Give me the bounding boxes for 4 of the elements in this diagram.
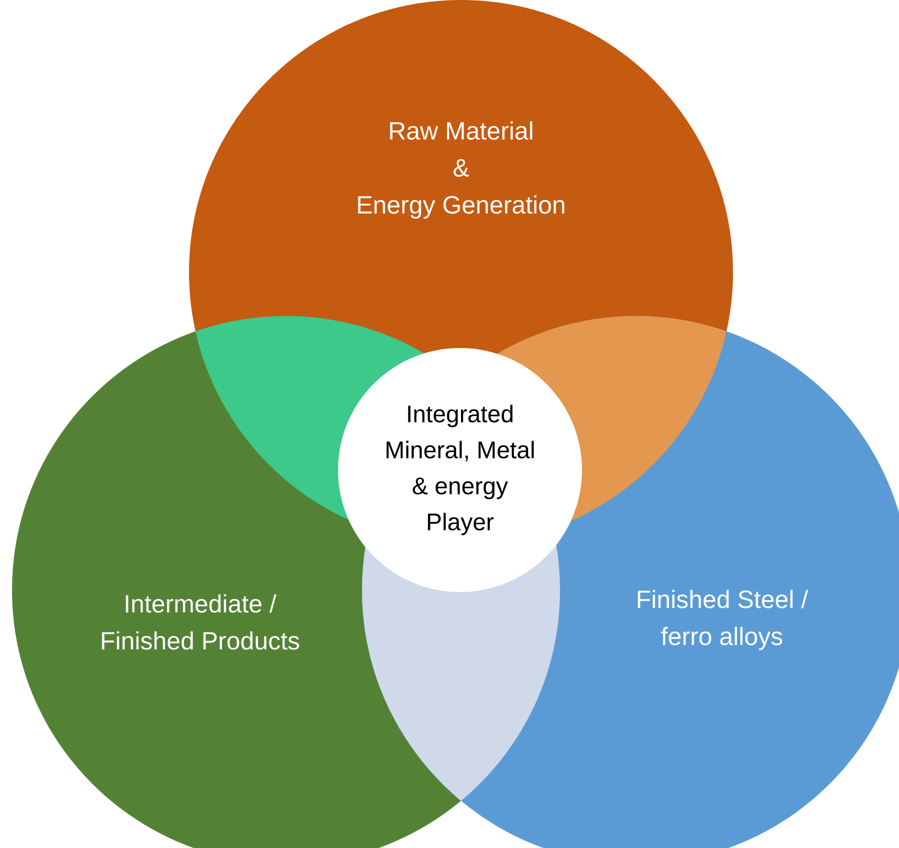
circle-label: Intermediate / Finished Products — [102, 594, 300, 650]
circle-label: Raw Material & Energy Generation — [358, 121, 564, 219]
circle-label: Integrated Mineral, Metal & energy Player — [386, 404, 534, 536]
circle-label: Finished Steel / ferro alloys — [638, 590, 808, 650]
